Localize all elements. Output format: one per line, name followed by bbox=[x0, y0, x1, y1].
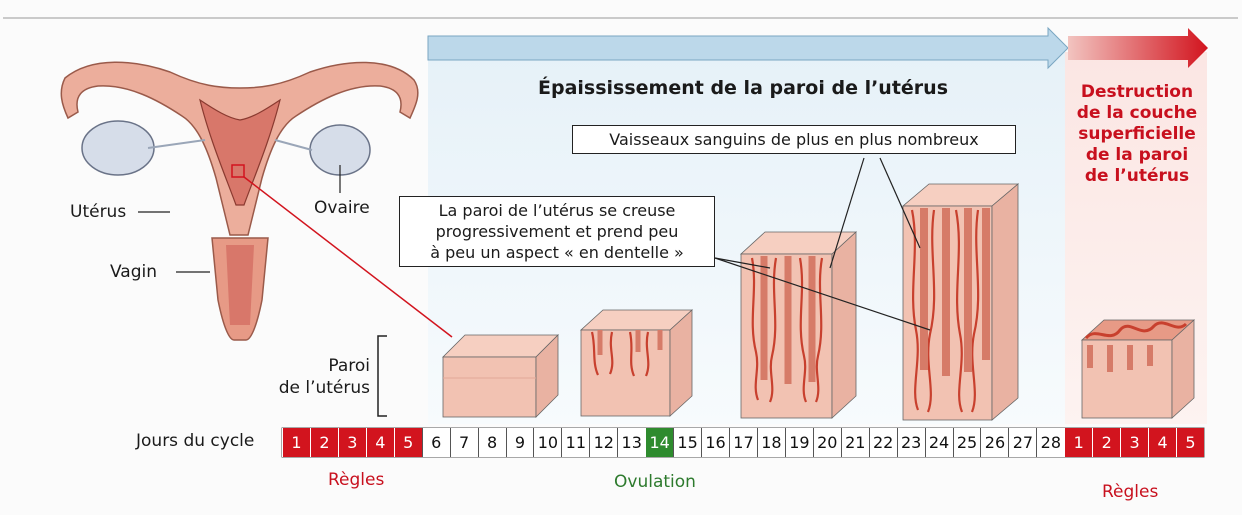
destruction-text: Destruction de la couche superficielle d… bbox=[1068, 82, 1206, 187]
wall-bracket bbox=[377, 335, 387, 417]
destruction-line: de la paroi bbox=[1085, 145, 1189, 165]
cycle-day-cell: 10 bbox=[533, 428, 562, 457]
cycle-day-cell: 16 bbox=[701, 428, 730, 457]
cycle-day-cell: 2 bbox=[309, 428, 338, 457]
zoom-marker bbox=[231, 164, 245, 178]
cycle-day-cell: 13 bbox=[617, 428, 646, 457]
cycle-day-cell: 18 bbox=[756, 428, 785, 457]
uterus-label: Utérus bbox=[70, 202, 127, 222]
wall-label-line2: de l’utérus bbox=[278, 378, 370, 398]
cycle-day-cell: 8 bbox=[477, 428, 506, 457]
uterine-cavity bbox=[199, 98, 281, 206]
thickening-title: Épaississement de la paroi de l’utérus bbox=[538, 77, 949, 99]
wall-block-day17 bbox=[739, 231, 858, 419]
vagina-label: Vagin bbox=[110, 262, 158, 282]
lace-line: progressivement et prend peu bbox=[435, 222, 679, 241]
thickening-arrow bbox=[427, 26, 1069, 70]
cycle-day-cell: 5 bbox=[393, 428, 422, 457]
cycle-day-cell: 11 bbox=[561, 428, 590, 457]
cycle-day-cell: 22 bbox=[868, 428, 897, 457]
cycle-day-cell: 1 bbox=[282, 428, 310, 457]
cycle-day-cell: 12 bbox=[589, 428, 618, 457]
cycle-day-cell: 2 bbox=[1092, 428, 1121, 457]
cycle-day-cell: 3 bbox=[337, 428, 366, 457]
cycle-day-cell: 17 bbox=[729, 428, 757, 457]
left-ligament bbox=[147, 139, 206, 149]
wall-block-day10 bbox=[579, 309, 694, 417]
wall-label-line1: Paroi bbox=[328, 356, 370, 376]
lace-line: à peu un aspect « en dentelle » bbox=[430, 243, 684, 262]
uterus-illustration bbox=[60, 61, 419, 341]
cycle-day-cell: 20 bbox=[812, 428, 841, 457]
cycle-day-cell: 15 bbox=[673, 428, 702, 457]
cycle-day-cell: 21 bbox=[840, 428, 869, 457]
vessels-callout: Vaisseaux sanguins de plus en plus nombr… bbox=[572, 125, 1016, 154]
wall-block-day1 bbox=[442, 334, 559, 418]
cycle-day-cell: 28 bbox=[1036, 428, 1065, 457]
left-ovary bbox=[81, 120, 155, 176]
cycle-day-cell: 14 bbox=[645, 428, 674, 457]
destruction-line: de la couche bbox=[1076, 103, 1198, 123]
vessels-pointer-2 bbox=[879, 157, 921, 249]
cycle-day-cell: 27 bbox=[1008, 428, 1037, 457]
regles-label: Règles bbox=[328, 470, 385, 490]
lace-pointer-2 bbox=[714, 257, 931, 331]
cycle-day-cell: 4 bbox=[365, 428, 394, 457]
cycle-day-cell: 7 bbox=[449, 428, 478, 457]
cycle-day-cell: 26 bbox=[980, 428, 1009, 457]
wall-block-day24 bbox=[901, 183, 1020, 421]
destruction-arrow bbox=[1068, 28, 1208, 68]
right-ligament bbox=[274, 139, 313, 151]
cycle-days-label: Jours du cycle bbox=[136, 431, 255, 451]
regles-label-end: Règles bbox=[1102, 482, 1159, 502]
cycle-day-cell: 4 bbox=[1148, 428, 1177, 457]
cycle-day-cell: 9 bbox=[505, 428, 534, 457]
destruction-line: superficielle bbox=[1078, 124, 1196, 144]
lace-line: La paroi de l’utérus se creuse bbox=[438, 201, 676, 220]
lace-pointer-1 bbox=[714, 257, 771, 269]
cycle-day-cell: 1 bbox=[1064, 428, 1093, 457]
destruction-line: Destruction bbox=[1080, 82, 1194, 102]
cycle-day-cell: 25 bbox=[952, 428, 981, 457]
vessels-pointer-1 bbox=[829, 157, 865, 269]
cycle-day-cell: 5 bbox=[1176, 428, 1204, 457]
cycle-day-cell: 24 bbox=[924, 428, 953, 457]
ovary-label: Ovaire bbox=[314, 198, 370, 218]
cycle-day-cell: 23 bbox=[896, 428, 925, 457]
cycle-day-cell: 6 bbox=[421, 428, 450, 457]
cycle-day-cell: 19 bbox=[784, 428, 813, 457]
ovulation-label: Ovulation bbox=[614, 472, 696, 492]
destruction-line: de l’utérus bbox=[1084, 166, 1190, 186]
lace-callout: La paroi de l’utérus se creuse progressi… bbox=[399, 196, 715, 267]
vagina-canal bbox=[226, 245, 254, 325]
zoom-connector-line bbox=[243, 176, 453, 338]
wall-block-regles bbox=[1080, 319, 1196, 419]
cycle-day-cell: 3 bbox=[1120, 428, 1149, 457]
